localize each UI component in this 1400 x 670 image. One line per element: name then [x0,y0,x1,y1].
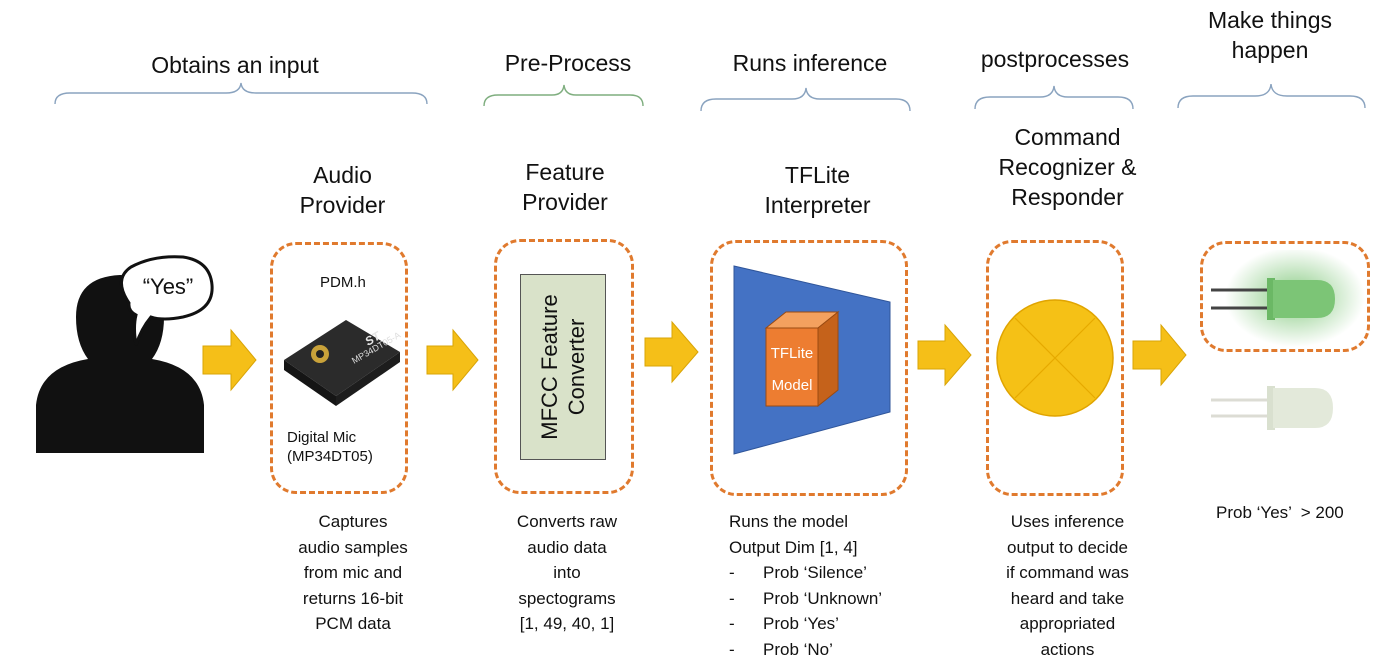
arrow-2 [426,328,479,392]
desc-tflite-interpreter: Runs the model Output Dim [1, 4] -Prob ‘… [729,509,929,662]
led-icons [1211,250,1365,430]
phase-label-preprocess: Pre-Process [504,50,632,76]
desc-line: audio samples [298,537,408,557]
desc-line: audio data [527,537,607,557]
desc-line: appropriated [1019,614,1116,633]
phase-label-postprocess: postprocesses [980,46,1130,72]
speech-bubble-shape [120,255,214,346]
model-graphic [733,265,891,455]
phase-label-inference: Runs inference [732,50,888,76]
command-recognizer-box [986,240,1124,496]
desc-audio-provider: Captures audio samples from mic and retu… [283,509,423,637]
desc-line: into [553,563,581,582]
mic-label-line2: (MP34DT05) [287,448,373,465]
arrow-4 [917,323,972,387]
output-label: Prob ‘Unknown’ [763,588,883,608]
output-item: -Prob ‘Yes’ [729,614,839,633]
condition-text: Prob ‘Yes’ > 200 [1216,503,1344,522]
brace-input [54,82,428,105]
desc-line: from mic and [303,563,403,582]
title-command-recognizer: Command Recognizer & Responder [998,124,1137,210]
output-label: Prob ‘Yes’ [763,614,839,633]
desc-line: PCM data [315,614,391,633]
mfcc-converter-label: MFCC Feature Converter [537,294,589,440]
phase-braces [54,82,1366,112]
output-item: -Prob ‘Silence’ [729,563,867,582]
led-on-icon [1211,278,1335,320]
output-item: -Prob ‘Unknown’ [729,588,883,608]
brace-postprocess [974,85,1134,110]
desc-feature-provider: Converts raw audio data into spectograms… [497,509,637,637]
brace-preprocess [483,84,644,107]
desc-line: Converts raw [516,512,618,531]
desc-line: output to decide [1007,537,1128,557]
phase-label-input: Obtains an input [151,52,319,78]
desc-line: spectograms [518,588,616,608]
arrow-5 [1132,323,1187,387]
microphone-chip-icon: MP34DT05-A ST [284,320,402,406]
desc-line: actions [1040,639,1095,659]
mfcc-converter-block: MFCC Feature Converter [520,274,606,460]
title-audio-provider: Audio Provider [299,162,386,218]
pdm-header-label: PDM.h [320,274,366,291]
output-item: -Prob ‘No’ [729,639,833,659]
desc-line: Runs the model [729,512,849,531]
arrow-3 [644,320,699,384]
output-label: Prob ‘No’ [763,639,833,659]
tflite-interpreter-box [710,240,908,496]
phase-label-action: Make things happen [1207,7,1332,63]
desc-line: heard and take [1010,588,1125,608]
person-icon [36,255,214,453]
desc-line: if command was [1006,563,1129,582]
desc-line: Output Dim [1, 4] [729,537,858,557]
recognizer-icon [996,299,1114,417]
desc-line: returns 16-bit [302,588,404,608]
output-label: Prob ‘Silence’ [763,563,867,582]
brace-action [1177,83,1366,109]
desc-line: Captures [318,512,388,531]
led-on-box [1200,241,1370,352]
led-off-icon [1211,386,1333,430]
desc-command-recognizer: Uses inference output to decide if comma… [985,509,1150,662]
feature-provider-box [494,239,634,494]
title-tflite-interpreter: TFLite Interpreter [764,162,871,218]
cube-side [817,310,839,408]
arrow-1 [202,328,257,392]
brace-inference [700,87,911,112]
model-label-line2: Model [771,377,813,394]
speech-bubble-text: “Yes” [142,274,194,299]
mic-label-line1: Digital Mic [287,429,357,446]
title-feature-provider: Feature Provider [522,159,608,215]
cube-front [765,327,819,407]
desc-line: Uses inference [1010,512,1125,531]
desc-line: [1, 49, 40, 1] [519,614,615,633]
audio-provider-box [270,242,408,494]
model-label-line1: TFLite [770,345,814,362]
